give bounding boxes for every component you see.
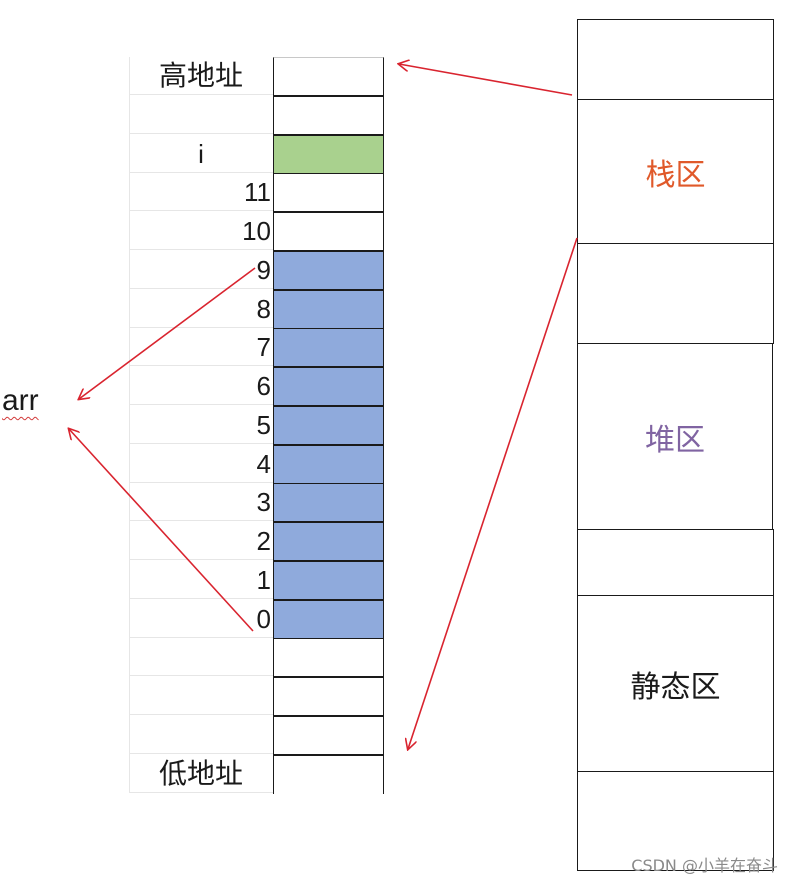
- memory-cell: [273, 367, 384, 406]
- memory-cell: [273, 445, 384, 484]
- address-label: [129, 638, 273, 676]
- address-label: 3: [129, 483, 273, 521]
- memory-cell: [273, 328, 384, 367]
- watermark: CSDN @小羊在奋斗: [631, 856, 778, 875]
- memory-cell: [273, 483, 384, 522]
- address-label: 1: [129, 561, 273, 599]
- arrow-index0-to-arr: [69, 429, 254, 632]
- region-bottom: [577, 771, 774, 871]
- address-label: 2: [129, 522, 273, 560]
- memory-cell: [273, 677, 384, 716]
- address-label: 10: [129, 212, 273, 250]
- address-label: [129, 96, 273, 134]
- memory-cell: [273, 522, 384, 561]
- address-label: 9: [129, 251, 273, 289]
- arrow-stack-growth-downward: [408, 237, 578, 749]
- address-label: [129, 716, 273, 754]
- memory-cell: [273, 173, 384, 212]
- address-label: 低地址: [129, 755, 273, 793]
- memory-cell: [273, 135, 384, 174]
- memory-cell: [273, 638, 384, 677]
- address-label: 5: [129, 406, 273, 444]
- memory-cell: [273, 716, 384, 755]
- memory-cell: [273, 406, 384, 445]
- memory-cell: [273, 96, 384, 135]
- arrow-stack-to-high-address: [399, 64, 573, 96]
- memory-cell: [273, 755, 384, 794]
- address-label: 高地址: [129, 57, 273, 95]
- address-label: 11: [129, 173, 273, 211]
- address-label: [129, 677, 273, 715]
- address-label: 0: [129, 600, 273, 638]
- memory-cell: [273, 251, 384, 290]
- memory-cell: [273, 212, 384, 251]
- region-static: 静态区: [577, 595, 774, 772]
- address-label: 7: [129, 328, 273, 366]
- address-label: 8: [129, 290, 273, 328]
- address-label: i: [129, 135, 273, 173]
- region-stack: 栈区: [577, 99, 774, 244]
- address-label: 6: [129, 367, 273, 405]
- arrow-index9-to-arr: [79, 267, 256, 399]
- array-label: arr: [2, 384, 39, 417]
- memory-cell: [273, 561, 384, 600]
- label-column-gridline: [129, 57, 130, 792]
- address-label: 4: [129, 445, 273, 483]
- memory-cell: [273, 57, 384, 96]
